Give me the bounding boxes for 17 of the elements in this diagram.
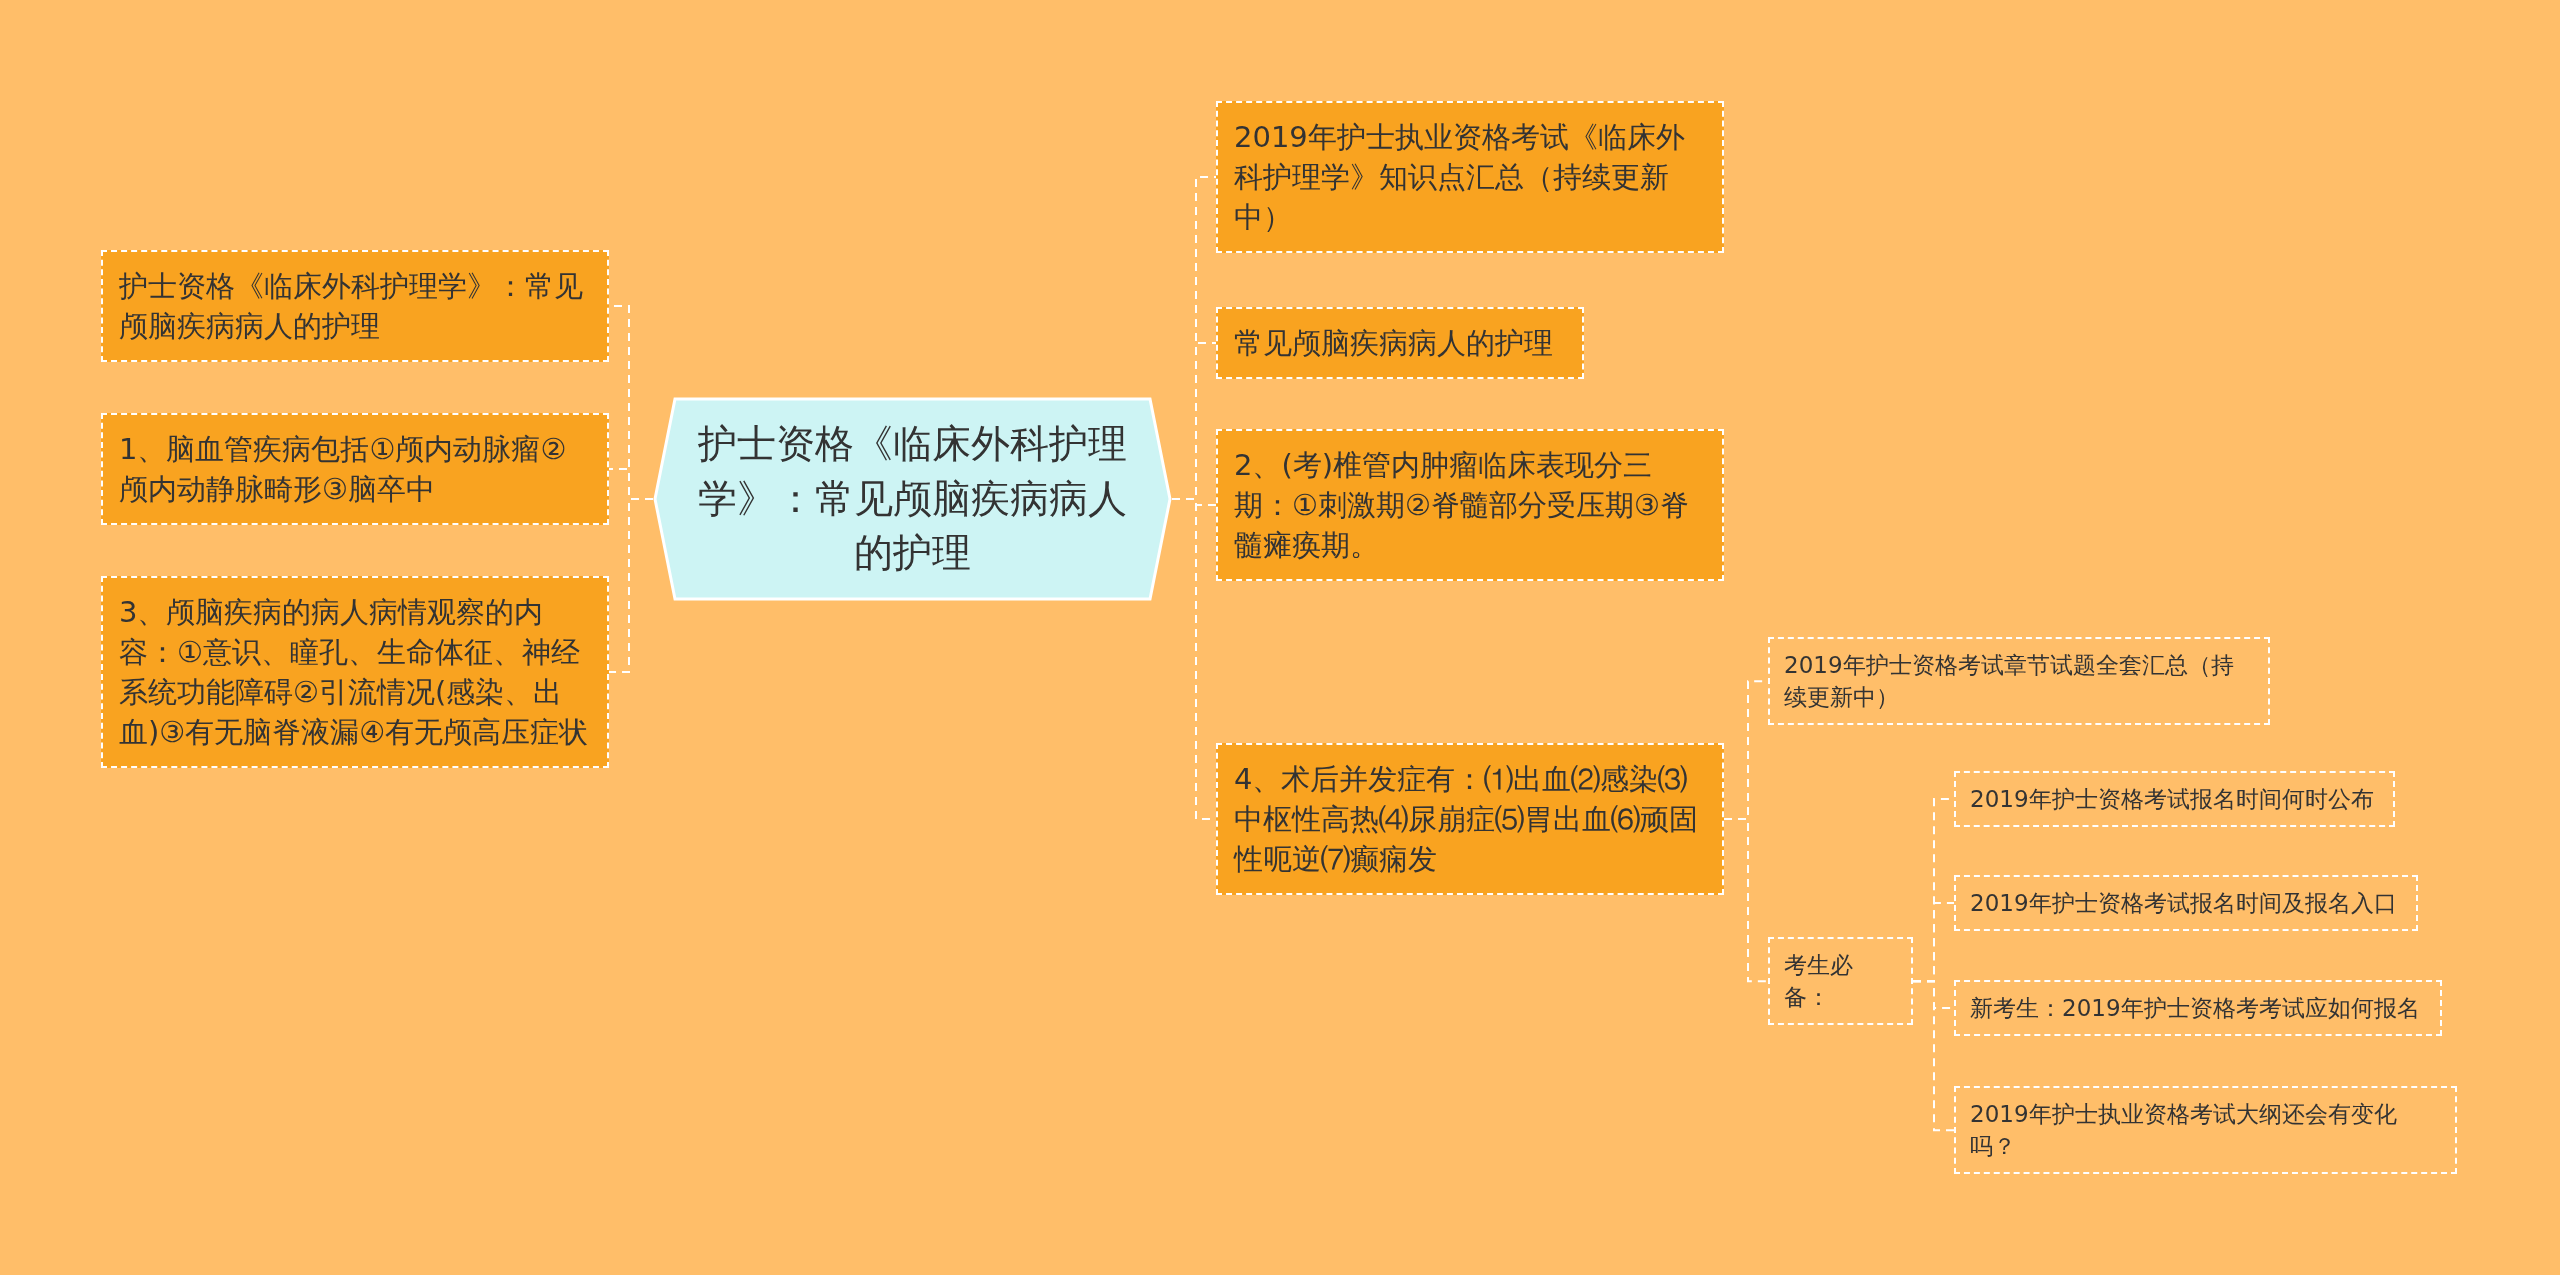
topic-box: 4、术后并发症有：⑴出血⑵感染⑶中枢性高热⑷尿崩症⑸胃出血⑹顽固性呃逆⑺癫痫发 bbox=[1216, 743, 1724, 896]
subtopic-box: 2019年护士资格考试报名时间何时公布 bbox=[1954, 771, 2395, 828]
topic-box: 1、脑血管疾病包括①颅内动脉瘤②颅内动静脉畸形③脑卒中 bbox=[101, 413, 609, 526]
topic-box: 3、颅脑疾病的病人病情观察的内容：①意识、瞳孔、生命体征、神经系统功能障碍②引流情况(感染、出血)③有无脑脊液漏④有无颅高压症状 bbox=[101, 576, 609, 769]
connector-line bbox=[1723, 818, 1769, 983]
subtopic-box: 2019年护士资格考试章节试题全套汇总（持续更新中） bbox=[1768, 637, 2270, 726]
topic-box: 常见颅脑疾病病人的护理 bbox=[1216, 307, 1584, 379]
subtopic-box: 考生必备： bbox=[1768, 937, 1913, 1026]
subtopic-box: 新考生：2019年护士资格考考试应如何报名 bbox=[1954, 980, 2442, 1037]
connector-line bbox=[608, 498, 654, 674]
topic-box: 2、(考)椎管内肿瘤临床表现分三期：①刺激期②脊髓部分受压期③脊髓瘫痪期。 bbox=[1216, 429, 1724, 582]
topic-box: 2019年护士执业资格考试《临床外科护理学》知识点汇总（持续更新中） bbox=[1216, 101, 1724, 254]
central-topic-hexagon: 护士资格《临床外科护理学》：常见颅脑疾病病人的护理 bbox=[653, 397, 1172, 601]
connector-line bbox=[1912, 980, 1955, 1132]
topic-box: 护士资格《临床外科护理学》：常见颅脑疾病病人的护理 bbox=[101, 250, 609, 363]
subtopic-box: 2019年护士执业资格考试大纲还会有变化吗？ bbox=[1954, 1086, 2457, 1175]
subtopic-box: 2019年护士资格考试报名时间及报名入口 bbox=[1954, 875, 2418, 932]
